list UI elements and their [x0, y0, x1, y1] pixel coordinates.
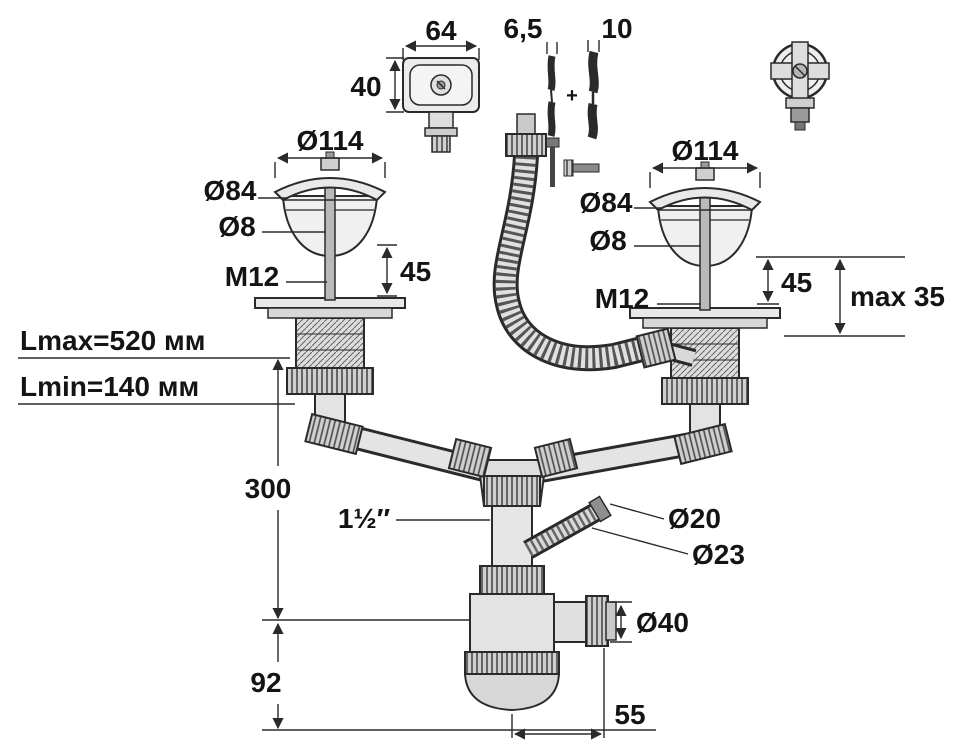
- dim-left-cap-dia: Ø114: [297, 125, 364, 156]
- dim-left-height: 45: [400, 256, 431, 287]
- hose-clamp: [505, 133, 547, 157]
- dim-offset-outlet: 55: [614, 699, 645, 730]
- trap-inlet-pipe: [491, 505, 533, 569]
- trap-cup: [463, 673, 561, 712]
- dim-height-total: 300: [245, 473, 292, 504]
- outlet-pipe: [553, 601, 589, 643]
- dim-right-cap-dia: Ø114: [672, 135, 739, 166]
- overflow-grate: [770, 41, 830, 131]
- dim-deck-max: max 35: [850, 281, 945, 312]
- label-pipe-thread: 1½″: [338, 503, 390, 534]
- dim-right-thread: M12: [595, 283, 649, 314]
- dim-left-thread: M12: [225, 261, 279, 292]
- dim-right-screw-dia: Ø8: [589, 225, 626, 256]
- siphon-assembly: [304, 412, 733, 712]
- corrugated-overflow-hose: [492, 113, 697, 372]
- dim-screw-small: 6,5: [504, 13, 543, 44]
- dim-right-body-dia: Ø84: [580, 187, 633, 218]
- dimension-layer: 64 40 6,5 10 + Ø114 Ø84 Ø8 M12 45 Ø114 Ø…: [18, 13, 945, 740]
- right-strainer: [629, 161, 781, 441]
- plus-sign: +: [566, 85, 578, 107]
- dim-outlet-dia: Ø40: [636, 607, 689, 638]
- dim-spigot-od: Ø20: [668, 503, 721, 534]
- dim-height-outlet: 92: [250, 667, 281, 698]
- dim-spigot-base: Ø23: [692, 539, 745, 570]
- washer-hose-spigot: [523, 495, 612, 559]
- dim-overflow-width: 64: [425, 15, 457, 46]
- dim-left-screw-dia: Ø8: [218, 211, 255, 242]
- dim-screw-large: 10: [601, 13, 632, 44]
- bottle-trap-body: [469, 593, 555, 653]
- dim-right-height: 45: [781, 267, 812, 298]
- label-hose-lmax: Lmax=520 мм: [20, 325, 205, 356]
- overflow-screws: [545, 40, 600, 187]
- dim-overflow-height: 40: [350, 71, 381, 102]
- overflow-box: [402, 57, 480, 153]
- dim-left-body-dia: Ø84: [204, 175, 257, 206]
- label-hose-lmin: Lmin=140 мм: [20, 371, 199, 402]
